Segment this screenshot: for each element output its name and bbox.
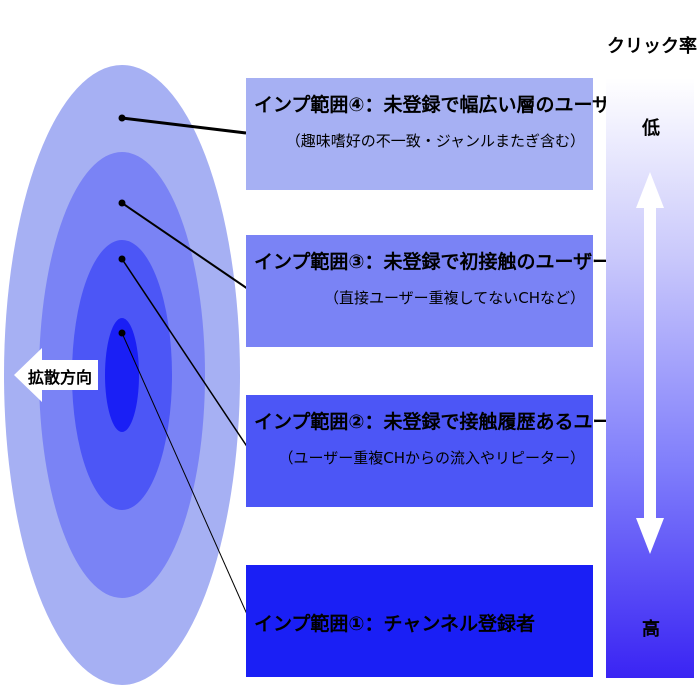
connector-dot-range-3 [118,199,126,207]
range-4-box: インプ範囲④：未登録で幅広い層のユーザー （趣味嗜好の不一致・ジャンルまたぎ含む… [246,78,630,190]
range-2-box: インプ範囲②：未登録で接触履歴あるユーザー （ユーザー重複CHからの流入やリピー… [246,395,649,507]
double-arrow-shape [636,172,664,554]
double-arrow-icon [636,172,664,554]
ring-range-1 [105,318,139,432]
range-2-subtitle: （ユーザー重複CHからの流入やリピーター） [278,449,585,467]
click-rate-high-label: 高 [642,619,660,640]
click-rate-bar [606,78,694,678]
range-3-title: インプ範囲③：未登録で初接触のユーザー [254,251,612,273]
connector-range-3 [121,202,249,290]
connector-range-4 [121,116,247,135]
range-3-subtitle: （直接ユーザー重複してないCHなど） [323,289,585,307]
click-rate-title: クリック率 [607,36,697,57]
connector-range-2 [121,258,251,452]
range-2-title: インプ範囲②：未登録で接触履歴あるユーザー [254,411,650,433]
range-3-box: インプ範囲③：未登録で初接触のユーザー （直接ユーザー重複してないCHなど） [246,235,611,347]
diffusion-arrow-icon [14,348,98,402]
click-rate-low-label: 低 [642,118,660,139]
range-4-subtitle: （趣味嗜好の不一致・ジャンルまたぎ含む） [285,132,585,150]
diffusion-label: 拡散方向 [27,368,92,387]
range-4-title: インプ範囲④：未登録で幅広い層のユーザー [254,94,631,116]
connector-dot-range-1 [118,329,126,337]
range-1-box: インプ範囲①：チャンネル登録者 [246,565,593,677]
connector-dot-range-4 [118,114,126,122]
connector-range-1 [121,332,251,622]
range-1-title: インプ範囲①：チャンネル登録者 [254,613,535,635]
connector-dot-range-2 [118,255,126,263]
